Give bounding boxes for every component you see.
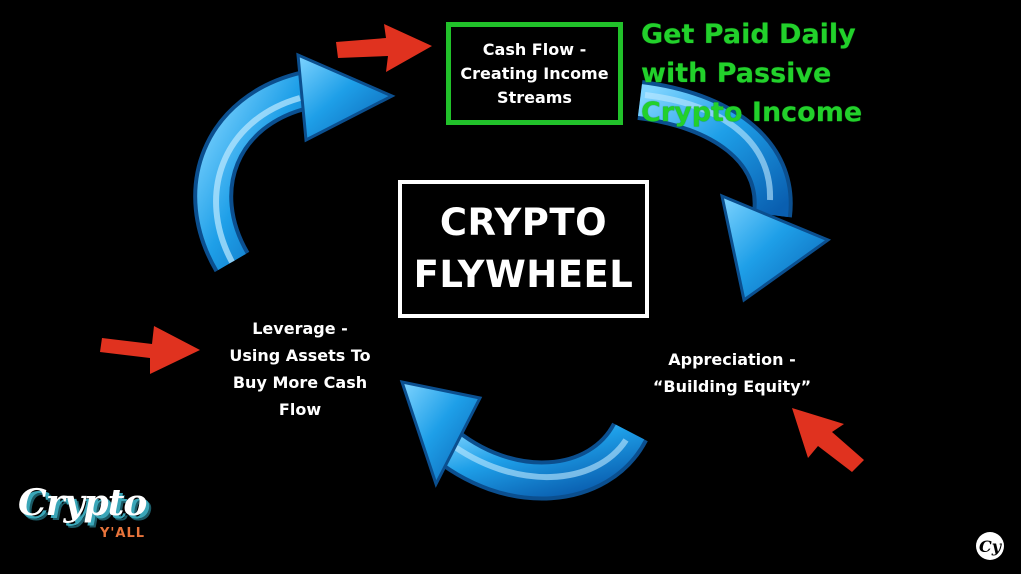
center-title-box: CRYPTO FLYWHEEL [398,180,649,318]
promo-line-3: Crypto Income [641,97,863,128]
appreciation-line-1: Appreciation - [668,350,796,369]
pointer-arrow-top [336,24,432,72]
leverage-line-3: Buy More Cash [232,373,368,392]
appreciation-node: Appreciation - “Building Equity” [627,346,837,400]
center-title-line-2: FLYWHEEL [413,253,634,296]
logo-script: Crypto [18,482,147,524]
cycle-arrow-top-left [193,52,396,273]
cycle-arrow-right [637,80,832,303]
leverage-line-2: Using Assets To [229,346,371,365]
brand-badge-icon: Cy [976,532,1004,560]
logo-subtext: Y'ALL [100,526,146,541]
center-title-line-1: CRYPTO [439,201,608,244]
leverage-node: Leverage - Using Assets To Buy More Cash… [210,315,390,423]
promo-line-1: Get Paid Daily [641,19,856,50]
pointer-arrow-left [100,326,200,374]
cash-flow-line-2: Creating Income [460,63,609,83]
leverage-line-1: Leverage - [252,319,348,338]
pointer-arrow-bottom-right [792,408,864,472]
cash-flow-node: Cash Flow - Creating Income Streams [446,22,623,125]
appreciation-line-2: “Building Equity” [652,377,812,396]
promo-text: Get Paid Daily with Passive Crypto Incom… [641,15,863,132]
leverage-line-4: Flow [278,400,322,419]
cycle-arrow-bottom [399,380,648,501]
cash-flow-line-1: Cash Flow - [482,39,587,59]
crypto-yall-logo: Crypto Y'ALL [14,482,164,552]
cash-flow-line-3: Streams [497,87,572,107]
promo-line-2: with Passive [641,58,832,89]
badge-mark: Cy [978,536,1002,556]
